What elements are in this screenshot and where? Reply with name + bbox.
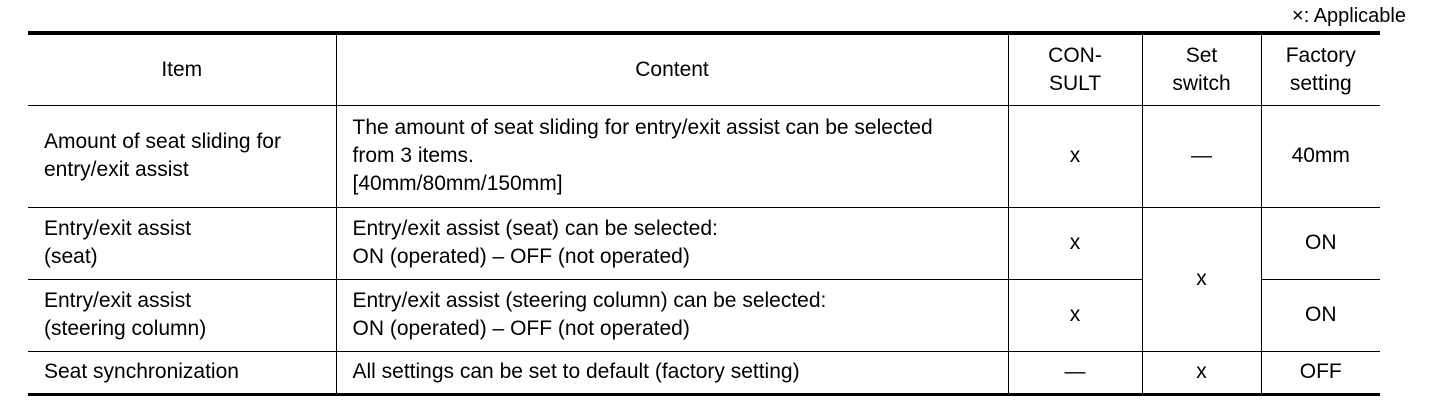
consult-cell: x	[1007, 104, 1142, 207]
item-cell: Entry/exit assist (steering column)	[28, 278, 336, 351]
table-row: Amount of seat sliding for entry/exit as…	[28, 104, 1380, 207]
item-line: entry/exit assist	[44, 158, 189, 181]
header-factory-setting-line: Factory	[1285, 43, 1356, 67]
header-item: Item	[28, 31, 336, 106]
content-line: [40mm/80mm/150mm]	[352, 172, 563, 195]
table-header-row: Item Content CON- SULT Set switch Factor…	[28, 31, 1380, 106]
header-content: Content	[335, 31, 1008, 106]
header-factory-setting-line: setting	[1289, 71, 1352, 95]
set-switch-cell: x	[1141, 206, 1261, 351]
item-line: Seat synchronization	[44, 360, 239, 383]
item-line: (seat)	[44, 245, 98, 268]
item-line: Amount of seat sliding for	[44, 130, 281, 153]
table-row: Entry/exit assist (seat) Entry/exit assi…	[28, 206, 1380, 351]
content-cell: The amount of seat sliding for entry/exi…	[335, 104, 1008, 207]
settings-table: Item Content CON- SULT Set switch Factor…	[28, 31, 1380, 396]
content-line: Entry/exit assist (seat) can be selected…	[352, 217, 718, 240]
consult-cell: —	[1007, 350, 1142, 396]
item-line: Entry/exit assist	[44, 289, 192, 312]
content-line: ON (operated) – OFF (not operated)	[352, 245, 690, 268]
header-set-switch: Set switch	[1141, 31, 1261, 106]
factory-setting-cell: 40mm	[1260, 104, 1380, 207]
factory-setting-cell: OFF	[1260, 350, 1380, 396]
header-consult-line: CON-	[1048, 43, 1102, 67]
header-factory-setting: Factory setting	[1260, 31, 1380, 106]
header-set-switch-line: Set	[1185, 43, 1218, 67]
item-cell: Seat synchronization	[28, 350, 336, 396]
header-set-switch-line: switch	[1172, 71, 1231, 95]
content-cell: Entry/exit assist (steering column) can …	[335, 278, 1008, 351]
factory-setting-cell: ON	[1260, 278, 1380, 351]
factory-setting-cell: ON	[1260, 206, 1380, 279]
consult-cell: x	[1007, 278, 1142, 351]
header-consult: CON- SULT	[1007, 31, 1142, 106]
content-line: ON (operated) – OFF (not operated)	[352, 317, 690, 340]
table-row: Entry/exit assist (steering column) Entr…	[28, 278, 1380, 351]
item-cell: Amount of seat sliding for entry/exit as…	[28, 104, 336, 207]
content-line: from 3 items.	[352, 144, 474, 167]
item-cell: Entry/exit assist (seat)	[28, 206, 336, 279]
set-switch-cell: —	[1141, 104, 1261, 207]
applicable-legend: ×: Applicable	[1292, 5, 1406, 27]
set-switch-cell: x	[1141, 350, 1261, 396]
content-cell: Entry/exit assist (seat) can be selected…	[335, 206, 1008, 279]
table-row: Seat synchronization All settings can be…	[28, 350, 1380, 396]
content-line: The amount of seat sliding for entry/exi…	[352, 116, 933, 139]
consult-cell: x	[1007, 206, 1142, 279]
content-line: Entry/exit assist (steering column) can …	[352, 289, 827, 312]
item-line: Entry/exit assist	[44, 217, 192, 240]
content-cell: All settings can be set to default (fact…	[335, 350, 1008, 396]
item-line: (steering column)	[44, 317, 207, 340]
header-consult-line: SULT	[1048, 71, 1102, 95]
content-line: All settings can be set to default (fact…	[352, 360, 800, 383]
